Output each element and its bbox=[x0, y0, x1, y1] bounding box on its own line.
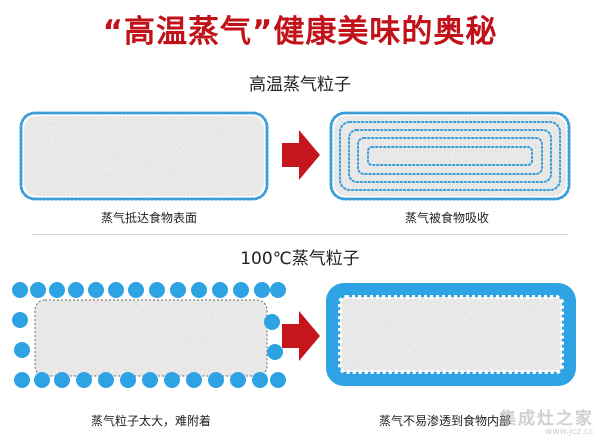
caption-steam-reaches-surface: 蒸气抵达食物表面 bbox=[101, 211, 198, 225]
steam-droplet bbox=[68, 282, 84, 298]
steam-droplet bbox=[270, 372, 286, 388]
steam-ring-outer bbox=[329, 111, 571, 201]
food-texture bbox=[340, 297, 562, 372]
steam-droplet bbox=[14, 342, 30, 358]
arrow-icon bbox=[282, 311, 320, 361]
steam-droplet bbox=[191, 282, 207, 298]
steam-ring-inner bbox=[367, 146, 533, 166]
watermark-brand: 集成灶之家 bbox=[499, 409, 594, 429]
steam-droplet bbox=[233, 282, 249, 298]
steam-droplet bbox=[120, 372, 136, 388]
steam-droplet bbox=[88, 282, 104, 298]
steam-droplet bbox=[12, 282, 28, 298]
caption-steam-absorbed: 蒸气被食物吸收 bbox=[405, 211, 490, 225]
steam-droplet bbox=[164, 372, 180, 388]
steam-ring bbox=[339, 121, 561, 191]
arrow-icon bbox=[282, 130, 320, 180]
steam-droplet bbox=[212, 282, 228, 298]
steam-droplet bbox=[34, 372, 50, 388]
steam-droplet bbox=[208, 372, 224, 388]
steam-dot-layer bbox=[19, 111, 269, 201]
food-texture bbox=[24, 116, 264, 196]
steam-droplet bbox=[98, 372, 114, 388]
food-block-steam-barrier bbox=[326, 283, 576, 386]
food-texture bbox=[35, 300, 267, 376]
steam-droplet bbox=[252, 372, 268, 388]
steam-droplet bbox=[49, 282, 65, 298]
steam-droplet bbox=[76, 372, 92, 388]
steam-droplet bbox=[267, 344, 283, 360]
steam-ring bbox=[348, 129, 552, 183]
steam-droplets-large bbox=[12, 282, 286, 388]
steam-droplet bbox=[54, 372, 70, 388]
main-title: “高温蒸气”健康美味的奥秘 bbox=[102, 14, 498, 50]
section1-heading: 高温蒸气粒子 bbox=[249, 75, 351, 95]
caption-particles-too-large: 蒸气粒子太大，难附着 bbox=[91, 414, 212, 428]
steam-droplet bbox=[270, 282, 286, 298]
food-texture bbox=[334, 116, 566, 196]
watermark-url: www.jcz.cc bbox=[544, 427, 594, 437]
food-block-large-steam bbox=[12, 282, 286, 388]
steam-droplet bbox=[170, 282, 186, 298]
food-block-absorbed-steam bbox=[329, 111, 571, 201]
food-block-surface-steam bbox=[19, 111, 269, 201]
section-divider bbox=[32, 234, 568, 235]
watermark: 集成灶之家 www.jcz.cc bbox=[499, 404, 594, 437]
steam-droplet bbox=[254, 282, 270, 298]
steam-droplet bbox=[12, 312, 28, 328]
steam-droplet bbox=[186, 372, 202, 388]
steam-droplet bbox=[142, 372, 158, 388]
steam-ring bbox=[357, 137, 543, 175]
steam-droplet bbox=[230, 372, 246, 388]
steam-droplet bbox=[30, 282, 46, 298]
steam-droplet bbox=[108, 282, 124, 298]
steam-barrier-edge bbox=[338, 295, 564, 374]
steam-droplet bbox=[264, 314, 280, 330]
steam-droplet bbox=[128, 282, 144, 298]
caption-hard-to-penetrate: 蒸气不易渗透到食物内部 bbox=[379, 414, 512, 428]
steam-droplet bbox=[149, 282, 165, 298]
section2-heading: 100℃蒸气粒子 bbox=[240, 249, 360, 269]
steam-droplet bbox=[14, 372, 30, 388]
